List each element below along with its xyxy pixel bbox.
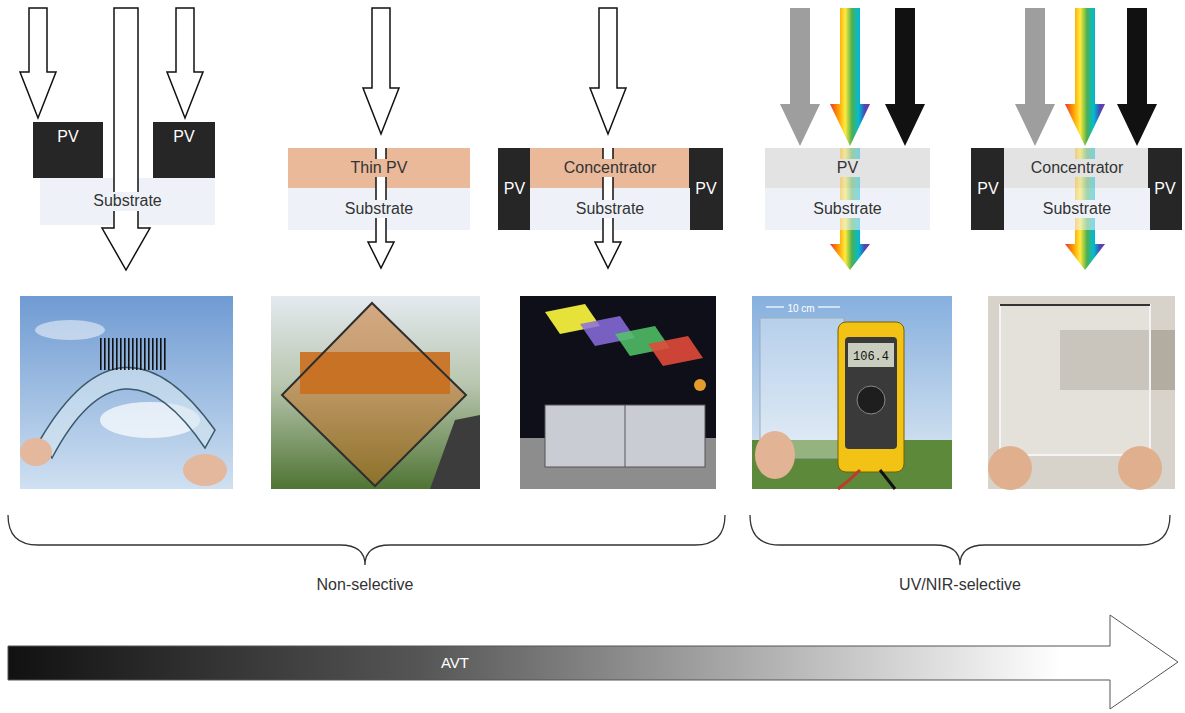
nir-arrow [1117, 8, 1157, 146]
multimeter [838, 322, 904, 472]
layer-label: Thin PV [348, 159, 411, 177]
uv-arrow [780, 8, 820, 146]
white-light-arrows [20, 8, 626, 270]
substrate-layer: Substrate [40, 178, 215, 225]
layer-label: Substrate [810, 200, 884, 218]
visible-arrow [840, 148, 860, 230]
substrate-layer: Substrate [530, 188, 690, 230]
meter-display [848, 343, 894, 367]
layer-label: PV [834, 159, 861, 177]
transmitted-arrow [595, 148, 621, 268]
label-holder: 106.4 [853, 346, 889, 365]
light-arrow [20, 8, 56, 118]
label-holder: Non-selective [317, 576, 414, 594]
scale-bar [818, 306, 840, 307]
pv-block: PV [153, 122, 215, 178]
light-arrow [363, 8, 399, 134]
axis-label: AVT [441, 654, 469, 671]
photo-ground [520, 296, 716, 489]
layer-label: PV [170, 128, 197, 146]
light-arrow [590, 8, 626, 134]
concentrator-layer: Concentrator [1004, 148, 1150, 188]
selective-pv-layer: PV [765, 148, 930, 188]
concentrator-tile [648, 336, 703, 366]
layer-label: Substrate [90, 192, 164, 210]
meter-dial [857, 386, 885, 414]
clear-panel [1000, 305, 1150, 455]
photo-ground [271, 296, 480, 489]
layer-label: PV [974, 180, 1001, 198]
group-label: UV/NIR-selective [899, 576, 1021, 593]
layer-label: Substrate [573, 200, 647, 218]
photo-meter [752, 296, 952, 489]
label-holder: UV/NIR-selective [899, 576, 1021, 594]
photo-ground [20, 296, 233, 489]
layer-label: Concentrator [561, 159, 660, 177]
layer-label: Substrate [1040, 200, 1114, 218]
photo-concentrators [520, 296, 716, 489]
scale-bar [766, 306, 784, 307]
layer-label: PV [54, 128, 81, 146]
photo-flexible-cell [20, 296, 233, 489]
pv-block: PV [33, 122, 103, 178]
display-panel [545, 405, 705, 467]
photo-ground [752, 296, 952, 489]
cell-fingers [100, 338, 166, 370]
photo-thin-pv [271, 296, 480, 489]
substrate-layer: Substrate [288, 188, 470, 230]
hand [988, 446, 1032, 490]
glass-sheet [40, 367, 215, 458]
layer-label: PV [692, 180, 719, 198]
group-bracket [8, 515, 725, 565]
nir-arrow [885, 8, 925, 146]
cloud [35, 320, 105, 340]
uv-arrow [1015, 8, 1055, 146]
layer-label: PV [1151, 180, 1178, 198]
visible-arrow [830, 8, 870, 146]
hand [1118, 446, 1162, 490]
probe-wire [880, 470, 895, 489]
spectral-arrows [780, 8, 1157, 270]
light-arrow [167, 8, 203, 118]
edge-pv: PV [1148, 148, 1182, 230]
avt-arrow [8, 615, 1178, 709]
edge-pv: PV [689, 148, 723, 230]
panel-frame [625, 405, 626, 467]
group-bracket [750, 515, 1170, 565]
concentrator-layer: Concentrator [530, 148, 690, 188]
label-holder: 10 cm [787, 298, 814, 316]
lamp [694, 379, 706, 391]
holder [430, 415, 480, 489]
photo-ground [988, 296, 1175, 489]
visible-arrow [1075, 148, 1095, 230]
panel-edge [1000, 304, 1150, 306]
label-holder: AVT [441, 654, 469, 672]
thin-pv-layer: Thin PV [288, 148, 470, 188]
photo-clear-concentrator [988, 296, 1175, 490]
edge-pv: PV [971, 148, 1005, 230]
layer-label: PV [501, 180, 528, 198]
probe-wire [838, 470, 860, 489]
substrate-layer: Substrate [1004, 188, 1150, 230]
hand [183, 454, 227, 486]
visible-arrow [1065, 230, 1105, 270]
light-arrow [102, 8, 150, 270]
visible-arrow [830, 230, 870, 270]
hand [755, 431, 795, 479]
visible-arrow [1065, 8, 1105, 146]
thin-pv-sample [282, 303, 466, 486]
transmitted-arrow [368, 148, 394, 268]
layer-label: Substrate [342, 200, 416, 218]
group-label: Non-selective [317, 576, 414, 593]
layer-label: Concentrator [1028, 159, 1127, 177]
scale-label: 10 cm [787, 303, 814, 314]
hand [20, 438, 52, 466]
meter-reading: 106.4 [853, 350, 889, 364]
meter-face [845, 337, 897, 449]
edge-pv: PV [498, 148, 532, 230]
substrate-layer: Substrate [765, 188, 930, 230]
